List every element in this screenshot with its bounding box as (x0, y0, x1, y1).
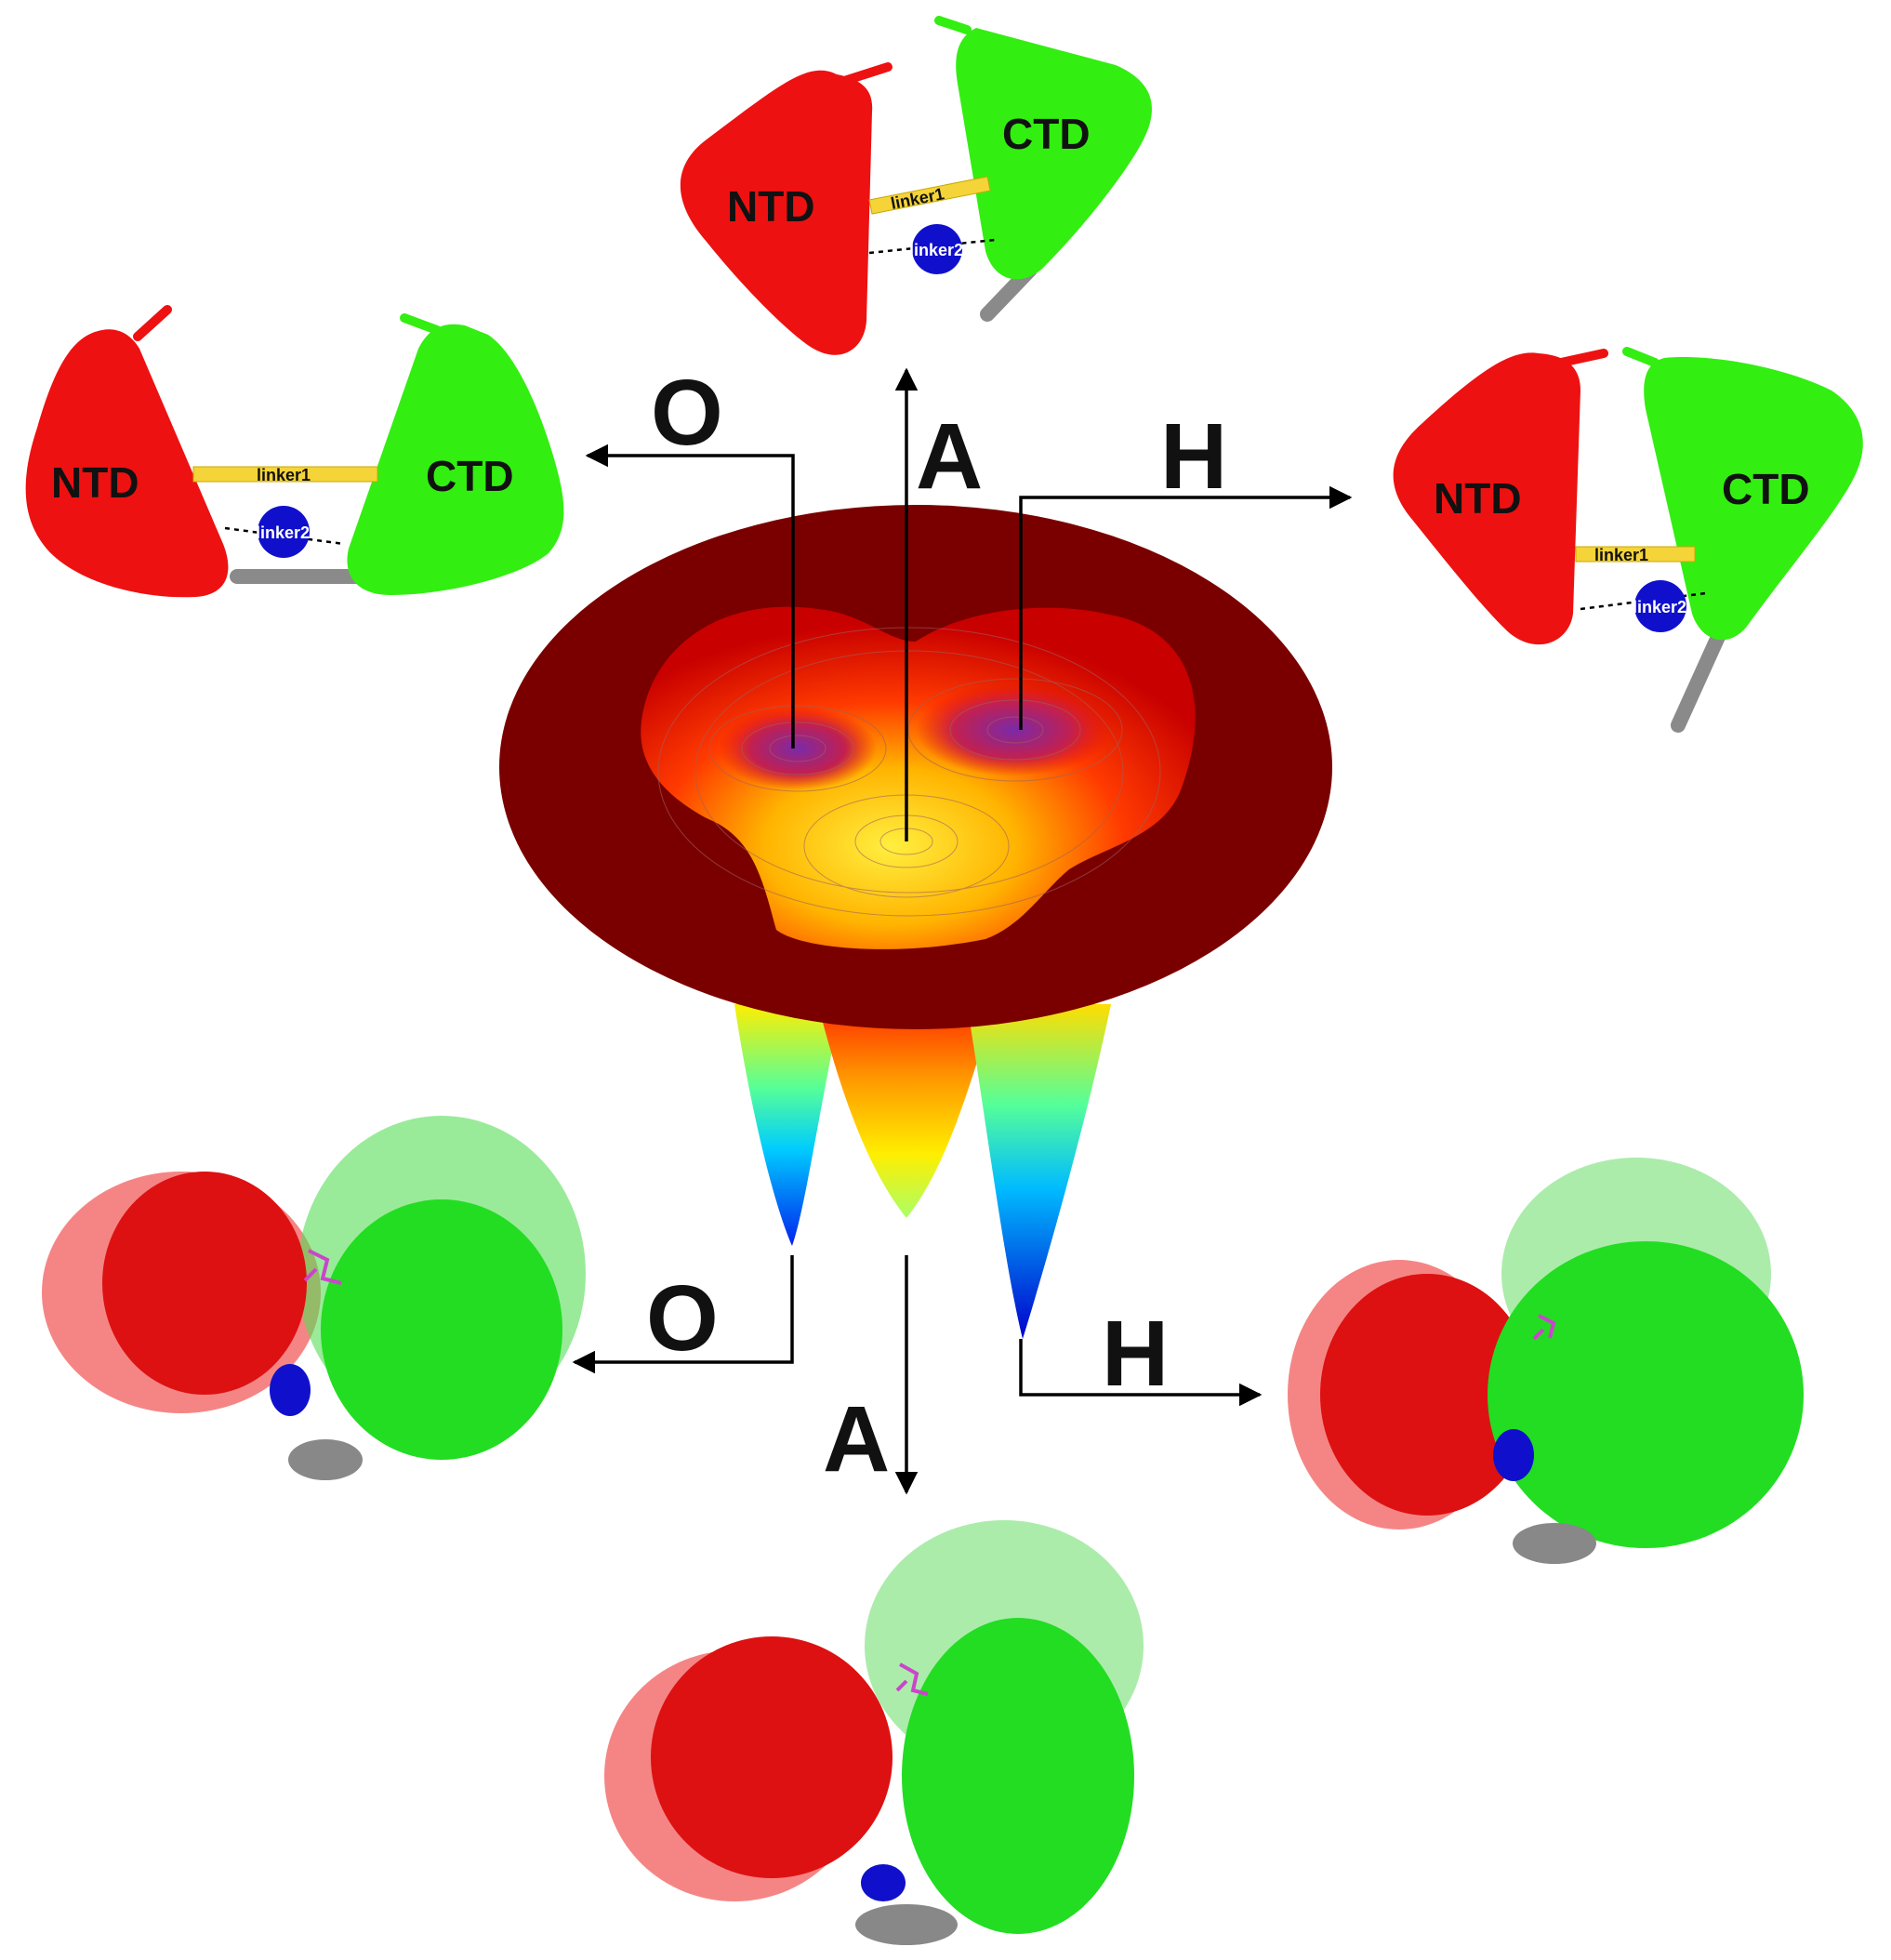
basin-holo (916, 683, 1111, 776)
linker2-ball (1634, 580, 1686, 632)
ctd-surface (902, 1618, 1134, 1934)
well-open (734, 1004, 841, 1246)
tail-surface (288, 1439, 363, 1480)
ntd-label: NTD (51, 458, 139, 507)
linker2-surface (1493, 1429, 1534, 1481)
ctd-shape (956, 28, 1152, 280)
ntd-stub (133, 305, 172, 341)
surface-open-state (42, 1116, 586, 1480)
ntd-label: NTD (727, 182, 815, 231)
ligand-sticks (1532, 1314, 1556, 1341)
arrow-holo-bottom (1019, 1339, 1263, 1407)
linker2-line (1580, 591, 1707, 611)
tail (1671, 629, 1726, 733)
label-holo-top: H (1160, 404, 1227, 509)
label-apo-top: A (916, 404, 983, 509)
ntd-shape (25, 329, 229, 598)
linker1-bar (1575, 546, 1696, 563)
linker1-bar (192, 466, 378, 483)
linker1-bar (868, 176, 991, 215)
linker1-label: linker1 (257, 466, 311, 484)
linker2-ball (258, 506, 310, 558)
linker2-ball (912, 224, 962, 274)
ntd-stub (1548, 349, 1608, 369)
ntd-surface (102, 1172, 307, 1395)
label-open-top: O (651, 361, 723, 465)
linker2-label: linker2 (909, 241, 963, 259)
ntd-stub (837, 62, 893, 86)
ntd-label: NTD (1434, 474, 1522, 523)
arrow-open-top (585, 444, 795, 748)
linker2-surface (270, 1364, 311, 1416)
surface-apo-state (604, 1520, 1144, 1945)
ctd-stub (400, 313, 442, 335)
ctd-label: CTD (1722, 465, 1810, 513)
cartoon-holo-state: linker1 linker2 NTD CTD (1393, 347, 1863, 733)
ctd-stub (934, 16, 972, 34)
ligand-sticks (895, 1662, 929, 1696)
ctd-stub (1622, 347, 1660, 367)
state-arrows-top (585, 367, 1353, 841)
surface-holo-state (1288, 1158, 1804, 1564)
basin-open (719, 707, 877, 790)
ctd-shape (347, 324, 564, 595)
linker1-label: linker1 (889, 184, 946, 213)
ntd-surface (1320, 1274, 1534, 1516)
linker2-surface (861, 1864, 906, 1901)
well-apo (818, 1004, 995, 1218)
tail-surface (855, 1904, 958, 1945)
label-holo-bottom: H (1102, 1302, 1169, 1406)
tail-surface (1513, 1523, 1596, 1564)
cartoon-apo-state: linker1 linker2 NTD CTD (680, 16, 1152, 355)
ntd-surface (651, 1636, 893, 1878)
ctd-surface (1488, 1241, 1804, 1548)
label-apo-bottom: A (823, 1387, 890, 1491)
state-arrows-bottom (572, 1255, 1263, 1495)
ctd-label: CTD (1002, 110, 1091, 158)
linker2-line (868, 238, 996, 255)
label-open-bottom: O (646, 1266, 719, 1371)
ligand-sticks (303, 1249, 342, 1285)
well-holo (967, 1004, 1111, 1339)
ctd-surface (321, 1199, 562, 1460)
linker2-label: linker2 (256, 523, 310, 542)
ctd-shape (1644, 357, 1863, 641)
arrow-open-bottom (572, 1255, 794, 1374)
ctd-label: CTD (426, 452, 514, 500)
ntd-shape (680, 70, 873, 355)
linker1-label: linker1 (1594, 546, 1648, 564)
linker2-label: linker2 (1633, 598, 1686, 616)
arrow-holo-top (1019, 485, 1353, 730)
cartoon-open-state: linker1 linker2 NTD CTD (25, 305, 564, 598)
ntd-shape (1393, 352, 1580, 645)
energy-funnel (499, 505, 1332, 1339)
